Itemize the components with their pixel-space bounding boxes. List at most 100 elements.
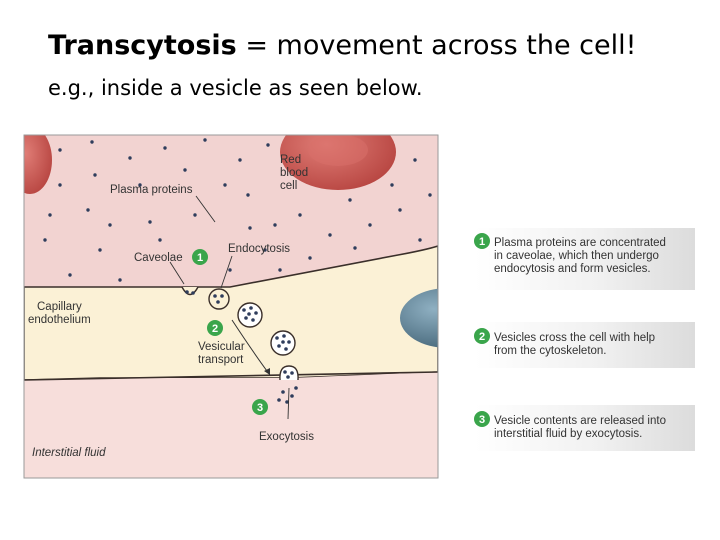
protein-dot: [86, 208, 90, 212]
vesicle-protein-dot: [249, 306, 253, 310]
protein-dot: [353, 246, 357, 250]
vesicle-protein-dot: [287, 340, 291, 344]
red-blood-cell-dimple: [308, 135, 368, 166]
step-panel-1: 1 Plasma proteins are concentrated in ca…: [474, 228, 695, 290]
nucleus: [400, 288, 438, 348]
vesicle-protein-dot: [247, 312, 251, 316]
protein-dot: [348, 198, 352, 202]
marker-step-1: 1: [192, 249, 208, 265]
protein-dot: [390, 183, 394, 187]
step-badge: [474, 233, 490, 249]
protein-dot: [203, 138, 207, 142]
protein-dot: [246, 193, 250, 197]
protein-dot: [183, 168, 187, 172]
protein-dot: [266, 143, 270, 147]
svg-text:2: 2: [212, 323, 218, 335]
vesicle-protein-dot: [244, 316, 248, 320]
vesicle-protein-dot: [242, 308, 246, 312]
caveola-protein: [191, 291, 195, 295]
step-panel-bg: [475, 405, 695, 451]
protein-dot: [278, 268, 282, 272]
step-number: 3: [479, 414, 485, 426]
marker-step-3: 3: [252, 399, 268, 415]
protein-dot: [308, 256, 312, 260]
forming-vesicle: [208, 288, 230, 310]
vesicle-protein-dot: [285, 400, 289, 404]
pointer-plasma-proteins: [195, 195, 216, 223]
step-number: 2: [479, 331, 485, 343]
vesicle-protein-dot: [294, 386, 298, 390]
protein-dot: [90, 140, 94, 144]
vesicle-protein-dot: [281, 340, 285, 344]
vesicle-protein-dot: [290, 394, 294, 398]
basement-membrane: [24, 371, 438, 381]
vesicle-protein-dot: [284, 347, 288, 351]
title-rest: = movement across the cell!: [236, 30, 637, 61]
protein-dot: [163, 146, 167, 150]
pointer-exocytosis: [287, 387, 290, 420]
pointer-caveolae: [169, 261, 185, 285]
figure-frame: [23, 134, 439, 479]
vesicle-protein-dot: [216, 300, 220, 304]
protein-dot: [93, 173, 97, 177]
protein-dot: [68, 273, 72, 277]
vesicle-protein-dot: [277, 398, 281, 402]
step-number: 1: [479, 236, 485, 248]
caveola-protein: [185, 290, 189, 294]
svg-text:3: 3: [257, 402, 263, 414]
vesicle-protein-dot: [281, 390, 285, 394]
protein-dot: [248, 226, 252, 230]
protein-dot: [263, 248, 267, 252]
label-endocytosis: Endocytosis: [228, 243, 290, 255]
protein-dot: [413, 158, 417, 162]
vesicle-protein-dot: [213, 294, 217, 298]
protein-dot: [398, 208, 402, 212]
protein-dot: [328, 233, 332, 237]
protein-dot: [148, 220, 152, 224]
protein-dot: [223, 183, 227, 187]
step-panel-3: 3 Vesicle contents are released into int…: [474, 405, 695, 451]
protein-dot: [58, 148, 62, 152]
plasma-protein-dots: [43, 138, 432, 282]
label-caveolae: Caveolae: [134, 252, 183, 264]
protein-dot: [138, 183, 142, 187]
vesicle-protein-dot: [282, 334, 286, 338]
pointer-endocytosis: [220, 255, 233, 289]
protein-dot: [108, 223, 112, 227]
step-text: Vesicles cross the cell with help from t…: [494, 332, 658, 357]
protein-dot: [43, 238, 47, 242]
vesicle-protein-dot: [251, 318, 255, 322]
protein-dot: [58, 183, 62, 187]
vesicle-protein-dots: [213, 294, 298, 404]
protein-dot: [368, 223, 372, 227]
label-plasma-proteins: Plasma proteins: [110, 184, 193, 196]
protein-dot: [228, 268, 232, 272]
step-text: Plasma proteins are concentrated in cave…: [494, 237, 669, 275]
step-panel-bg: [475, 322, 695, 368]
protein-dot: [118, 278, 122, 282]
vesicle-protein-dot: [275, 336, 279, 340]
step-badge: [474, 411, 490, 427]
vesicle-protein-dot: [277, 344, 281, 348]
red-blood-cell-edge: [24, 135, 52, 194]
protein-dot: [273, 223, 277, 227]
protein-dot: [48, 213, 52, 217]
protein-dot: [418, 238, 422, 242]
protein-dot: [193, 213, 197, 217]
vesicle-protein-dot: [286, 375, 290, 379]
step-panel-2: 2 Vesicles cross the cell with help from…: [474, 322, 695, 368]
transport-arrowhead: [264, 368, 270, 375]
marker-step-2: 2: [207, 320, 223, 336]
title-bold: Transcytosis: [48, 30, 237, 61]
svg-text:1: 1: [197, 252, 203, 264]
vesicle-protein-dot: [254, 311, 258, 315]
interstitial-region: [24, 372, 438, 478]
slide-subtitle: e.g., inside a vesicle as seen below.: [48, 76, 423, 100]
protein-dot: [428, 193, 432, 197]
protein-dot: [98, 248, 102, 252]
slide-title: Transcytosis = movement across the cell!: [48, 30, 636, 61]
vesicle-protein-dot: [290, 371, 294, 375]
label-interstitial-fluid: Interstitial fluid: [32, 447, 106, 459]
step-text: Vesicle contents are released into inter…: [494, 415, 669, 440]
